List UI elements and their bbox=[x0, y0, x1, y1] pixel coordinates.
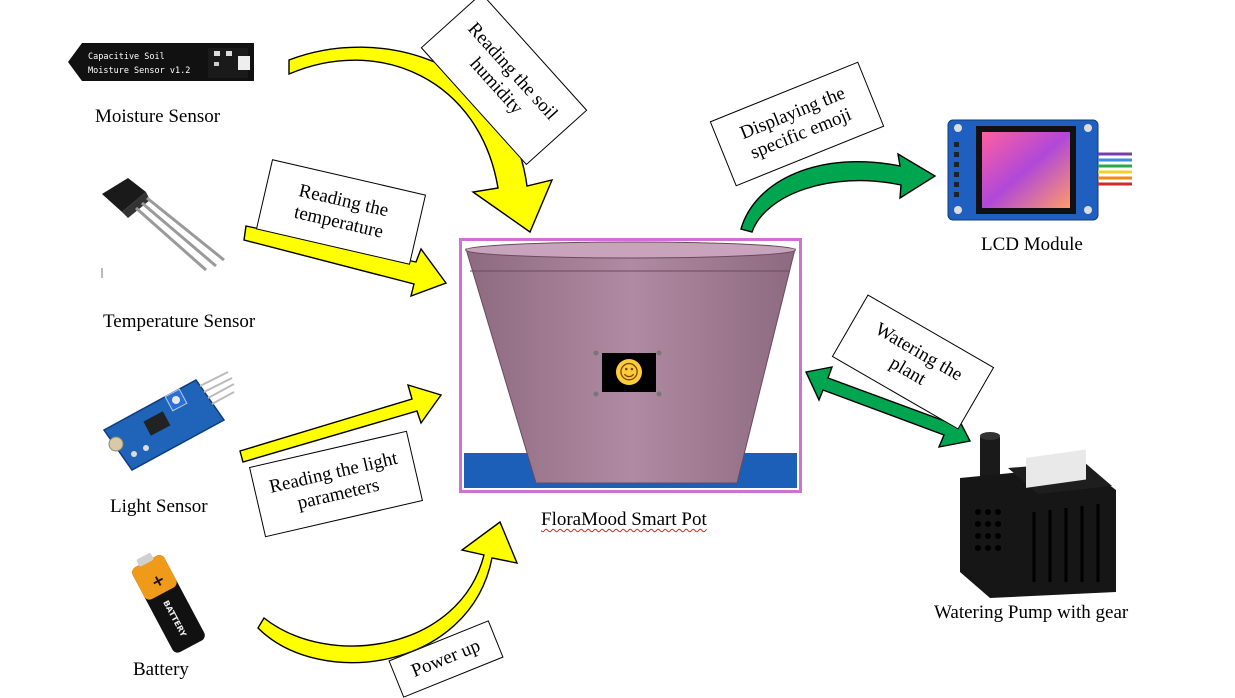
pump-label: Watering Pump with gear bbox=[934, 602, 1129, 623]
battery-image: + BATTERY bbox=[132, 553, 205, 653]
moisture-pcb-text-2: Moisture Sensor v1.2 bbox=[88, 66, 190, 76]
battery-label: Battery bbox=[133, 659, 189, 680]
moisture-pcb-text-1: Capacitive Soil bbox=[88, 52, 165, 62]
moisture-sensor-label: Moisture Sensor bbox=[95, 106, 221, 127]
lcd-module-image bbox=[947, 119, 1132, 221]
arrow-water bbox=[804, 366, 972, 448]
lcd-module-label: LCD Module bbox=[981, 234, 1083, 255]
smart-pot-label: FloraMood Smart Pot bbox=[541, 509, 707, 530]
pump-image bbox=[960, 432, 1116, 598]
smart-pot-image: ☺ bbox=[459, 238, 802, 493]
arrow-soil-humidity bbox=[288, 46, 554, 234]
arrow-temperature bbox=[243, 225, 448, 298]
moisture-sensor-image: Capacitive Soil Moisture Sensor v1.2 bbox=[68, 43, 254, 81]
arrow-light bbox=[239, 383, 443, 463]
pot-emoji: ☺ bbox=[619, 360, 640, 384]
light-sensor-image bbox=[102, 371, 235, 471]
arrow-emoji bbox=[740, 152, 937, 233]
temperature-sensor-image bbox=[101, 178, 225, 278]
arrow-power bbox=[257, 520, 519, 664]
temperature-sensor-label: Temperature Sensor bbox=[103, 311, 256, 332]
light-sensor-label: Light Sensor bbox=[110, 496, 208, 517]
